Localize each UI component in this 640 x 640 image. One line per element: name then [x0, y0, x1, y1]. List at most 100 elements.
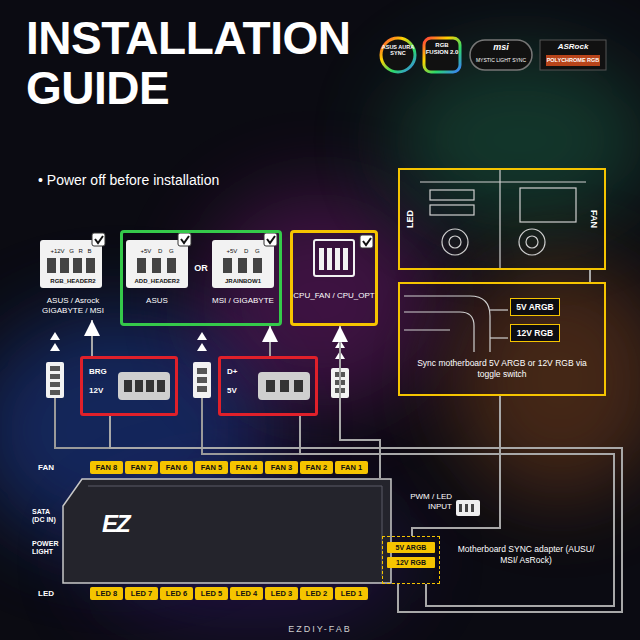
fan-port-tag: FAN 4: [230, 461, 263, 474]
label-slot: Motherboard SYNC adapter (AUSU/ MSI/ AsR…: [448, 544, 604, 566]
led-port-tag: LED 2: [300, 587, 333, 600]
motherboard-view-text: FAN: [589, 210, 599, 228]
header-connector-text: ASUS / Asrock GIGABYTE / MSI: [36, 296, 110, 316]
fan-port-tag-text: FAN 4: [230, 461, 263, 474]
sync-adapter: 5V ARGB 12V RGB: [382, 536, 440, 584]
header-icons: [223, 258, 232, 273]
header-connector-text: ADD_HEADER2: [124, 278, 190, 284]
label-slot: MYSTIC LIGHT SYNC: [470, 57, 532, 63]
header-icons: [319, 248, 348, 270]
fan-port-tag: FAN 3: [265, 461, 298, 474]
header-connector-text: JRAINBOW1: [210, 278, 276, 284]
led-port-tag-text: LED 5: [195, 587, 228, 600]
sync-adapter-text: 5V ARGB: [387, 542, 435, 553]
motherboard-drawing: [404, 329, 450, 330]
cable-plugs: [124, 380, 132, 392]
cable-plugs: [197, 386, 207, 392]
header-icons: [253, 258, 262, 273]
label: ASRock: [540, 42, 606, 51]
header-icons: [47, 258, 56, 273]
pwm-input-connector: [471, 504, 474, 512]
header-connector-text: MSI / GIGABYTE: [210, 296, 276, 306]
fan-port-tag-text: FAN 3: [265, 461, 298, 474]
hub-body: EZ: [62, 478, 392, 584]
toggle-switch-panel-text: 12V RGB: [510, 324, 560, 342]
label: Motherboard SYNC adapter (AUSU/ MSI/ AsR…: [448, 544, 604, 566]
label-slot: • Power off before installation: [38, 172, 318, 188]
cable-plugs: [135, 380, 143, 392]
title: INSTALLATION GUIDE: [26, 14, 386, 113]
cable-plugs: [294, 380, 303, 392]
header-icons: [60, 258, 69, 273]
motherboard-view-text: LED: [405, 210, 415, 228]
label: +12V G R B: [42, 248, 100, 254]
fan-port-tag: FAN 1: [335, 461, 368, 474]
plug-box: D+ 5V: [218, 356, 318, 416]
fan-port-tag: FAN 2: [300, 461, 333, 474]
motherboard-drawing: [404, 296, 490, 352]
header-icons: [314, 240, 354, 276]
check-marks: [360, 235, 373, 248]
motherboard-drawing: [520, 188, 576, 222]
motherboard-drawing: [449, 236, 461, 248]
label-slot: LED: [38, 589, 78, 598]
toggle-switch-panel-text: 5V ARGB: [510, 298, 560, 316]
cable-connector: [340, 326, 380, 478]
cable-wires: [202, 398, 300, 454]
cable-plugs: [50, 390, 60, 395]
check-marks: [92, 233, 105, 246]
background: [450, 260, 640, 500]
label: • Power off before installation: [38, 172, 318, 188]
label: EZDIY-FAB: [270, 624, 370, 634]
label: +5V D G: [128, 248, 186, 254]
hub-outline: [63, 479, 391, 583]
background: [390, 50, 640, 230]
fan-port-tag: FAN 6: [160, 461, 193, 474]
led-port-tag-text: LED 8: [90, 587, 123, 600]
led-port-tag: LED 7: [125, 587, 158, 600]
cable-connector: [589, 270, 591, 282]
pwm-input-connector: [456, 500, 480, 516]
fan-port-tag: FAN 7: [125, 461, 158, 474]
direction-arrows: [50, 332, 60, 340]
motherboard-view: LED FAN: [398, 168, 606, 270]
led-port-tag: LED 3: [265, 587, 298, 600]
brand-logos: [540, 40, 606, 70]
label: +5V D G: [214, 248, 272, 254]
compatible-group: ORADD_HEADER2ASUSJRAINBOW1MSI / GIGABYTE: [120, 230, 282, 326]
header-icons: [47, 258, 262, 273]
toggle-switch-panel: 5V ARGB12V RGBSync motherboard 5V ARGB o…: [398, 282, 606, 396]
label-slot: +12V G R B: [42, 248, 100, 254]
cable-plugs: [157, 380, 165, 392]
plug-box-text: D+: [227, 367, 257, 376]
header-icons: [152, 258, 161, 273]
cable-plugs: [50, 366, 60, 371]
direction-arrows: [197, 343, 207, 351]
led-port-tag-text: LED 4: [230, 587, 263, 600]
motherboard-drawing: [430, 190, 474, 200]
label-slot: POWER LIGHT: [32, 540, 62, 557]
background: [200, 190, 440, 410]
cable-plugs: [197, 377, 207, 383]
pwm-input-connector: [459, 504, 474, 512]
sync-adapter-text: 12V RGB: [387, 557, 435, 568]
cable-plugs: [46, 362, 349, 400]
header-icons: [167, 258, 176, 273]
hub-body-text: EZ: [102, 510, 129, 538]
motherboard-drawing: [499, 170, 500, 268]
led-port-tag: LED 8: [90, 587, 123, 600]
direction-arrows: [50, 343, 60, 351]
cable-plugs: [124, 380, 303, 392]
motherboard-drawing: [420, 181, 586, 182]
title-box: INSTALLATION GUIDE: [26, 14, 386, 113]
header-connector-text: RGB_HEADER2: [36, 278, 110, 284]
label: RGB FUSION 2.0: [425, 42, 459, 56]
cable-plugs: [118, 372, 170, 400]
fan-port-tag-text: FAN 2: [300, 461, 333, 474]
plug-box-text: 5V: [227, 386, 257, 395]
motherboard-drawing: [442, 229, 468, 255]
led-port-tag-text: LED 2: [300, 587, 333, 600]
label-slot: ASRock: [540, 42, 606, 51]
motherboard-drawing: [404, 170, 586, 352]
